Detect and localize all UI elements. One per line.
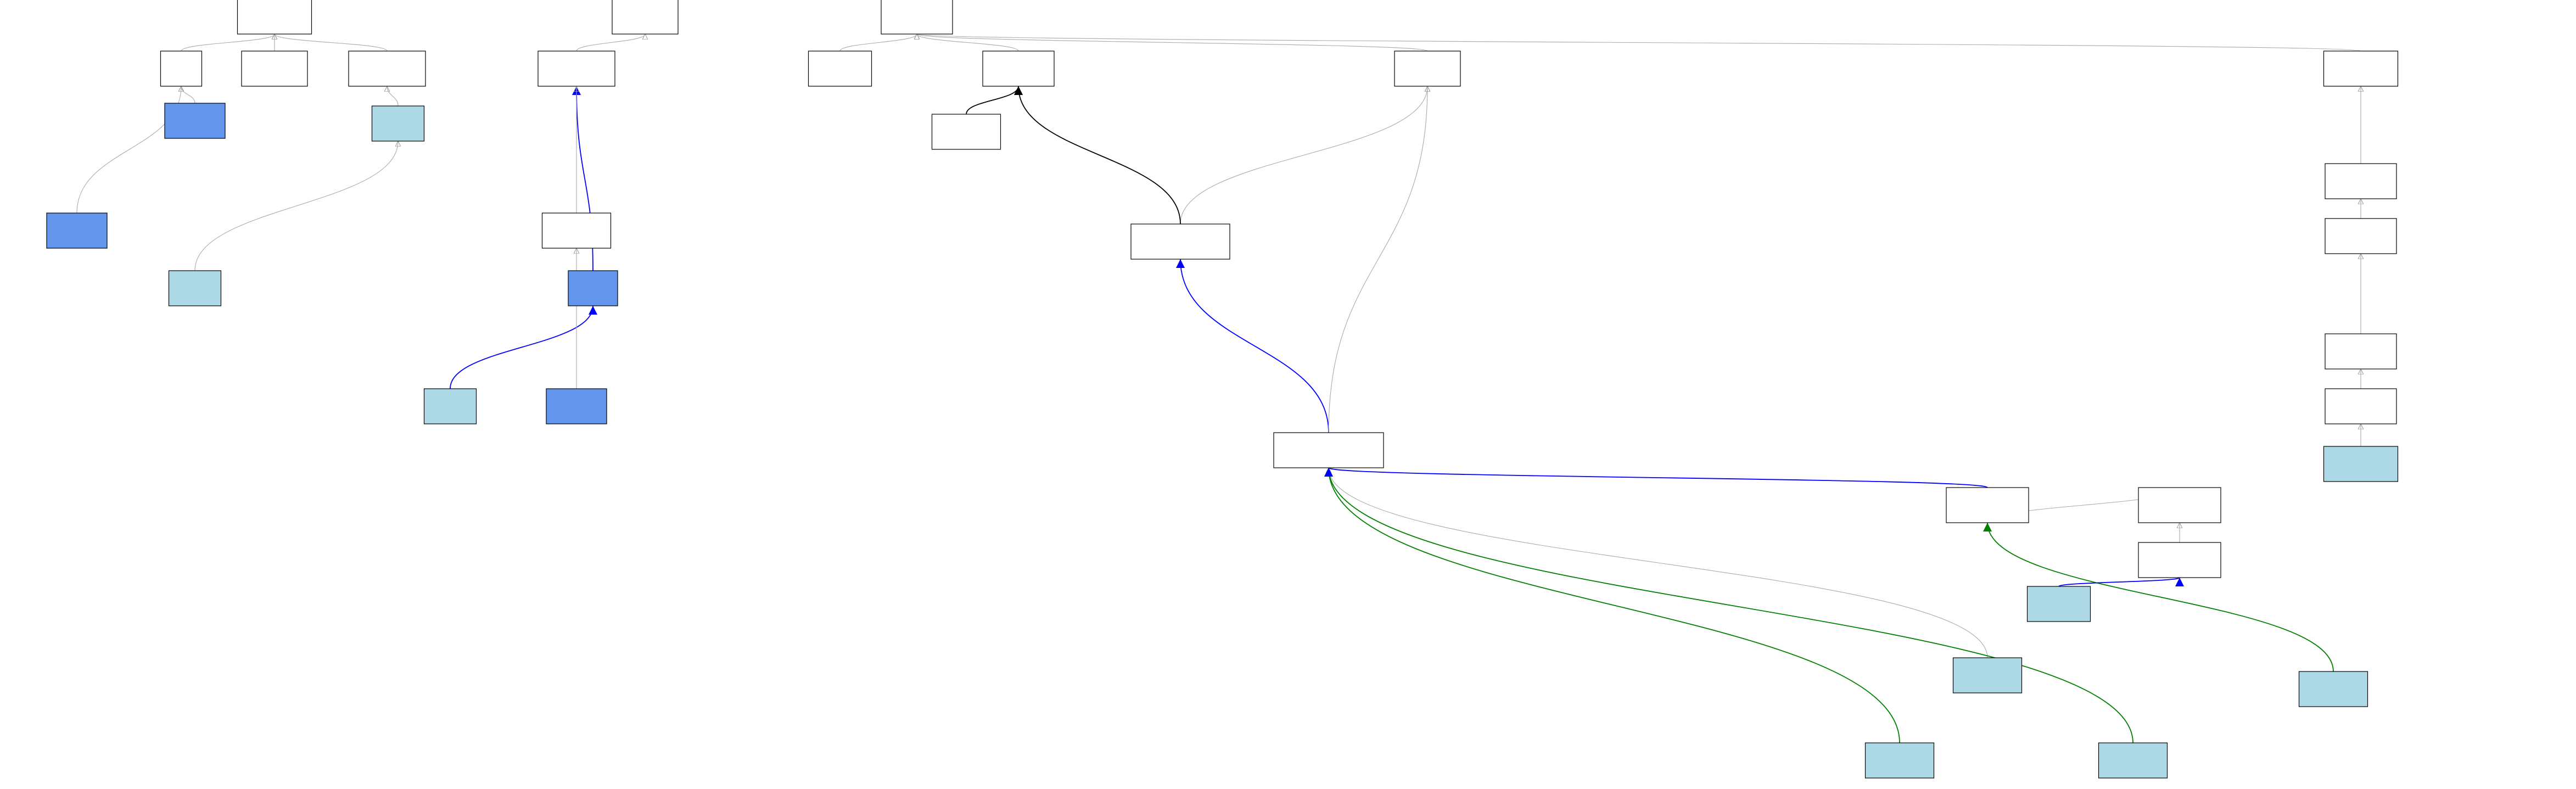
- term-box: [1946, 487, 2029, 523]
- edge-is-a: [1328, 86, 1427, 433]
- term-node[interactable]: [237, 0, 312, 35]
- edge-positively-regulates: [1324, 467, 2133, 743]
- term-node[interactable]: [241, 51, 308, 87]
- term-box: [1130, 223, 1230, 260]
- term-box: [931, 114, 1001, 150]
- term-node[interactable]: [168, 270, 222, 306]
- edge-is-a: [194, 141, 398, 271]
- edge-part-of: [1324, 467, 1988, 488]
- edge-is-a: [917, 33, 1019, 52]
- term-node[interactable]: [1394, 51, 1461, 87]
- term-node[interactable]: [164, 103, 226, 139]
- term-node[interactable]: [1130, 223, 1230, 260]
- term-node[interactable]: [546, 388, 607, 424]
- term-box: [2138, 542, 2221, 578]
- term-box: [541, 212, 612, 249]
- term-box: [2325, 388, 2397, 424]
- term-node[interactable]: [1864, 742, 1935, 779]
- term-node[interactable]: [808, 51, 872, 87]
- term-box: [164, 103, 226, 139]
- edge-is-a: [576, 33, 645, 52]
- term-box: [237, 0, 312, 35]
- term-node[interactable]: [2325, 163, 2397, 199]
- term-box: [2298, 671, 2368, 707]
- term-node[interactable]: [2325, 218, 2397, 254]
- term-node[interactable]: [931, 114, 1001, 150]
- term-box: [2098, 742, 2168, 779]
- term-box: [348, 51, 426, 87]
- nodes-layer: [46, 0, 2399, 779]
- term-box: [2026, 586, 2091, 622]
- edge-is-a: [1329, 468, 1988, 658]
- term-node[interactable]: [2098, 742, 2168, 779]
- term-box: [241, 51, 308, 87]
- term-node[interactable]: [537, 51, 615, 87]
- term-box: [2138, 487, 2221, 523]
- edge-is-a: [1180, 86, 1427, 225]
- term-box: [808, 51, 872, 87]
- term-node[interactable]: [160, 51, 203, 87]
- edge-regulates: [1013, 86, 1181, 225]
- term-box: [2325, 218, 2397, 254]
- edge-is-a: [917, 33, 1428, 52]
- term-box: [568, 270, 618, 306]
- term-node[interactable]: [46, 212, 108, 249]
- term-node[interactable]: [348, 51, 426, 87]
- edge-is-a: [181, 33, 275, 52]
- term-box: [982, 51, 1055, 87]
- term-box: [537, 51, 615, 87]
- term-node[interactable]: [1952, 657, 2023, 693]
- term-node[interactable]: [2323, 446, 2399, 482]
- edge-positively-regulates: [1324, 467, 1900, 743]
- term-node[interactable]: [1273, 432, 1384, 468]
- term-node[interactable]: [982, 51, 1055, 87]
- term-node[interactable]: [612, 0, 679, 35]
- term-box: [168, 270, 222, 306]
- edge-is-a: [387, 86, 399, 107]
- term-box: [612, 0, 679, 35]
- term-box: [2323, 446, 2399, 482]
- term-node[interactable]: [2138, 542, 2221, 578]
- edge-part-of: [450, 305, 598, 389]
- term-box: [1273, 432, 1384, 468]
- term-node[interactable]: [541, 212, 612, 249]
- term-node[interactable]: [371, 105, 425, 142]
- edge-is-a: [917, 34, 2361, 52]
- term-box: [546, 388, 607, 424]
- term-box: [2325, 163, 2397, 199]
- term-box: [46, 212, 108, 249]
- edge-positively-regulates: [1983, 522, 2334, 672]
- term-box: [1864, 742, 1935, 779]
- term-box: [423, 388, 477, 424]
- term-node[interactable]: [2298, 671, 2368, 707]
- term-node[interactable]: [2323, 51, 2399, 87]
- term-node[interactable]: [881, 0, 953, 35]
- term-node[interactable]: [2325, 333, 2397, 370]
- edge-is-a: [275, 33, 388, 52]
- term-box: [1952, 657, 2023, 693]
- edge-part-of: [2058, 577, 2184, 587]
- term-box: [2325, 333, 2397, 370]
- term-box: [160, 51, 203, 87]
- term-node[interactable]: [2138, 487, 2221, 523]
- term-box: [881, 0, 953, 35]
- term-box: [371, 105, 425, 142]
- term-node[interactable]: [2026, 586, 2091, 622]
- term-node[interactable]: [2325, 388, 2397, 424]
- edge-part-of: [1175, 259, 1329, 433]
- edge-is-a: [839, 33, 917, 52]
- term-box: [1394, 51, 1461, 87]
- term-node[interactable]: [1946, 487, 2029, 523]
- term-node[interactable]: [423, 388, 477, 424]
- term-box: [2323, 51, 2399, 87]
- term-node[interactable]: [568, 270, 618, 306]
